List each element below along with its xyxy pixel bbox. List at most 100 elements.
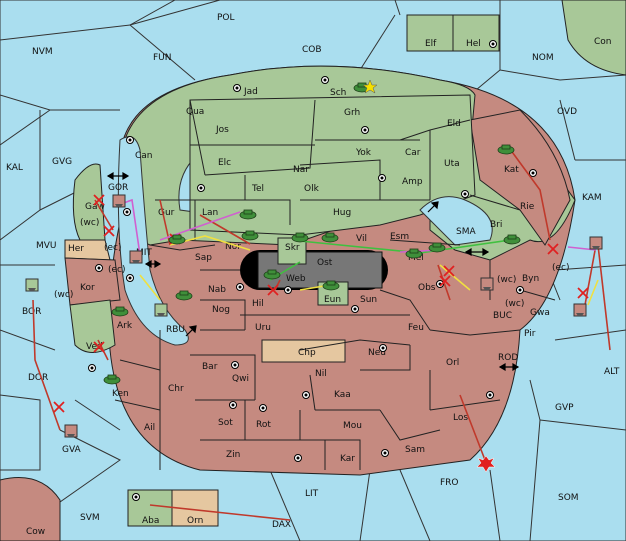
- label-gva: GVA: [62, 445, 82, 455]
- supply-dot-neu: [379, 344, 387, 352]
- label-orn: Orn: [187, 516, 203, 526]
- cancel-x-icon: [103, 225, 115, 237]
- label-nil: Nil: [315, 369, 327, 379]
- label-cob: COB: [302, 45, 322, 55]
- label-lit: LIT: [305, 489, 319, 499]
- order-move: [597, 244, 611, 351]
- label-her: Her: [68, 244, 84, 254]
- army-icon: [175, 290, 193, 301]
- army-icon: [322, 280, 340, 291]
- label-pir: Pir: [524, 329, 536, 339]
- supply-dot-kar: [381, 449, 389, 457]
- army-icon: [503, 234, 521, 245]
- army-units[interactable]: [103, 82, 521, 385]
- cancel-x-icon: [547, 243, 559, 255]
- swap-arrow-icon: [464, 247, 490, 257]
- order-move: [32, 299, 61, 431]
- label-ost: Ost: [317, 258, 333, 268]
- label-hug: Hug: [333, 208, 351, 218]
- fleet-icon: [589, 236, 603, 250]
- order-support: [587, 279, 599, 306]
- supply-dot-ved: [88, 364, 96, 372]
- supply-dot-uta: [461, 190, 469, 198]
- label-coast-gor-ec: (ec): [104, 243, 122, 253]
- supply-dot-gur: [197, 184, 205, 192]
- label-dor: DOR: [28, 373, 48, 383]
- label-neu: Neu: [368, 348, 386, 358]
- supply-dot-can: [126, 136, 134, 144]
- label-gor: GOR: [108, 183, 128, 193]
- order-move: [506, 144, 551, 241]
- army-icon: [263, 269, 281, 280]
- label-chr: Chr: [168, 384, 184, 394]
- cancel-marks: [53, 194, 589, 413]
- supply-dot-nab: [236, 283, 244, 291]
- swap-arrow-icon: [106, 171, 130, 181]
- order-move: [94, 199, 114, 231]
- supply-dot-grh: [361, 126, 369, 134]
- label-hel: Hel: [466, 39, 481, 49]
- supply-dot-kaa: [302, 391, 310, 399]
- fleet-icon: [129, 250, 143, 264]
- label-bar: Bar: [202, 362, 218, 372]
- cancel-x-icon: [577, 287, 589, 299]
- army-icon: [103, 374, 121, 385]
- order-support: [139, 274, 161, 301]
- army-icon: [241, 230, 259, 241]
- supply-dot-sun: [351, 305, 359, 313]
- label-dax: DAX: [272, 520, 291, 530]
- swap-arrow-icon: [498, 362, 520, 372]
- army-icon: [405, 248, 423, 259]
- swap-arrow-icon: [185, 325, 197, 337]
- supply-dot-kor: [95, 264, 103, 272]
- army-icon: [321, 232, 339, 243]
- label-hil: Hil: [252, 299, 264, 309]
- sea-sma: [419, 196, 493, 246]
- label-can: Can: [135, 151, 153, 161]
- label-coast-mit-ec: (ec): [108, 265, 126, 275]
- label-jad: Jad: [243, 87, 258, 97]
- label-feu: Feu: [408, 323, 424, 333]
- order-move: [584, 244, 597, 306]
- label-alt: ALT: [604, 367, 620, 377]
- label-obs: Obs: [418, 283, 436, 293]
- label-esm: Esm: [390, 232, 409, 242]
- label-kar: Kar: [340, 454, 355, 464]
- label-nvm: NVM: [32, 47, 53, 57]
- label-kam: KAM: [582, 193, 602, 203]
- label-som: SOM: [558, 493, 579, 503]
- swap-arrow-icon: [144, 259, 162, 269]
- region-cow[interactable]: [0, 477, 61, 541]
- label-car: Car: [405, 148, 421, 158]
- label-byn: Byn: [522, 274, 539, 284]
- label-coast-kor-wc: (wc): [54, 290, 73, 300]
- region-ved[interactable]: [69, 299, 116, 353]
- region-kor[interactable]: [64, 257, 121, 306]
- fleet-icon: [64, 424, 78, 438]
- label-rbu: RBU: [166, 325, 185, 335]
- label-eun: Eun: [324, 295, 341, 305]
- label-olk: Olk: [304, 184, 320, 194]
- supply-dot-gaw: [123, 208, 131, 216]
- label-nab: Nab: [208, 285, 226, 295]
- label-eld: Eld: [447, 119, 461, 129]
- labels-coast: (wc) (ec) (ec) (wc) (wc) (wc) (ec): [54, 218, 570, 309]
- fleet-icon: [25, 278, 39, 292]
- label-bor: BOR: [22, 307, 41, 317]
- fleet-units[interactable]: [25, 194, 603, 438]
- label-coast-byn-wc: (wc): [497, 275, 516, 285]
- label-cow: Cow: [26, 527, 45, 537]
- army-icon: [497, 144, 515, 155]
- supply-dot-kat: [529, 169, 537, 177]
- label-sun: Sun: [360, 295, 377, 305]
- label-coast-gor-wc: (wc): [80, 218, 99, 228]
- supply-dot-mit: [126, 274, 134, 282]
- label-kaa: Kaa: [334, 390, 351, 400]
- label-grh: Grh: [344, 108, 360, 118]
- label-qwi: Qwi: [232, 374, 249, 384]
- labels-red: Kat Rie Her Kor Nab Ark Nog Sun Uru Feu …: [68, 165, 550, 464]
- label-sma: SMA: [456, 227, 476, 237]
- label-skr: Skr: [285, 243, 300, 253]
